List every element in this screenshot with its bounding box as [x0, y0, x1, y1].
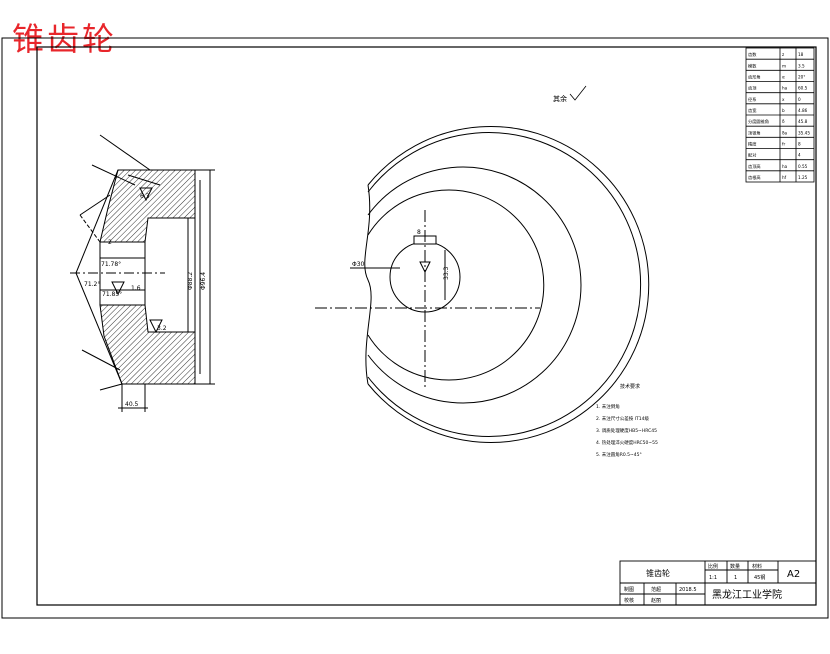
tech-note-5: 5. 未注圆角R0.5~45° — [596, 451, 642, 458]
param-cell: α — [782, 75, 785, 80]
param-cell: m — [782, 63, 786, 68]
dim-angle-3: 71.85° — [102, 291, 122, 298]
param-cell: 模数 — [748, 62, 757, 69]
param-cell: 顶锥角 — [748, 129, 761, 136]
gear-front-view — [315, 126, 650, 443]
param-cell: 45.8 — [798, 119, 808, 124]
param-cell: 精度 — [748, 141, 757, 148]
param-cell: 0.55 — [798, 164, 808, 169]
param-cell: 1.25 — [798, 175, 808, 180]
param-cell: 配对 — [748, 152, 756, 159]
dim-inner-diameter: Φ88.2 — [187, 272, 194, 290]
col-scale-header: 比例 — [708, 563, 718, 570]
watermark-title: 锥齿轮 — [12, 20, 118, 58]
tech-note-2: 2. 未注尺寸公差按 IT14级 — [596, 415, 649, 422]
dim-bore: Φ30 — [352, 261, 365, 268]
param-cell: 分度圆锥角 — [748, 118, 769, 125]
param-cell: 4.86 — [798, 108, 808, 113]
designer-label: 制图 — [624, 586, 634, 593]
dim-chamfer: 2 — [108, 239, 112, 246]
param-cell: 8 — [798, 142, 801, 147]
param-cell: hf — [782, 175, 787, 180]
outer-border — [1, 37, 829, 619]
param-cell: ha — [782, 164, 788, 169]
roughness-3: 3.2 — [157, 325, 167, 332]
title-block — [619, 560, 817, 606]
dim-angle-1: 71.78° — [101, 261, 121, 268]
col-material-header: 材料 — [752, 563, 762, 570]
param-cell: 齿根高 — [748, 174, 761, 181]
param-cell: δa — [782, 130, 788, 135]
col-qty-header: 数量 — [730, 563, 740, 570]
technical-requirements: 技术要求 1. 未注倒角 2. 未注尺寸公差按 IT14级 3. 调质处理硬度H… — [596, 383, 658, 458]
param-cell: z — [782, 52, 785, 57]
dim-key-height: 33.3 — [443, 266, 450, 280]
section-dimension-texts: Φ96.4 Φ88.2 40.5 2 71.78° 71.2° 71.85° 6… — [84, 193, 207, 408]
inner-border — [36, 46, 817, 606]
dim-outer-diameter: Φ96.4 — [200, 272, 207, 290]
qty-value: 1 — [734, 575, 737, 581]
dim-key-width: 8 — [417, 229, 421, 236]
dim-length: 40.5 — [125, 401, 139, 408]
param-cell: 60.5 — [798, 86, 808, 91]
tech-note-4: 4. 热处理淬火硬度HRC50~55 — [596, 439, 658, 446]
param-cell: 3.5 — [798, 63, 805, 68]
param-cell: 4 — [798, 153, 801, 158]
param-cell: 35.45 — [798, 130, 810, 135]
surface-mark-label: 其余 — [553, 94, 567, 103]
param-cell: 18 — [798, 52, 804, 57]
checker-name: 赵丽 — [651, 597, 661, 604]
tech-note-3: 3. 调质处理硬度HB5~HRC45 — [596, 427, 657, 434]
param-cell: b — [782, 108, 785, 113]
gear-parameter-table: 齿数 z 18 模数 m 3.5 齿形角 α 20° 齿顶 ha 60.5 径系 x 0 齿宽 b 4.86 分度圆… — [745, 47, 815, 183]
param-cell: 0 — [798, 97, 801, 102]
param-cell: ha — [782, 86, 788, 91]
param-cell: x — [782, 97, 785, 102]
gear-cross-section — [70, 134, 215, 412]
param-cell: 齿数 — [748, 51, 757, 58]
param-cell: 齿形角 — [748, 74, 761, 81]
param-cell: δ — [782, 119, 785, 124]
part-name: 锥齿轮 — [646, 568, 670, 578]
title-block-texts: 锥齿轮 比例 数量 材料 1:1 1 45钢 A2 制图 范超 2018.5 校… — [624, 563, 800, 604]
param-cell: fr — [782, 142, 785, 147]
dim-angle-2: 71.2° — [84, 281, 100, 288]
param-cell: 齿宽 — [748, 107, 757, 114]
param-cell: 齿顶 — [748, 86, 757, 92]
material-value: 45钢 — [754, 574, 765, 581]
sheet-size: A2 — [787, 569, 800, 580]
roughness-1: 6.3 — [140, 193, 150, 200]
tech-note-1: 1. 未注倒角 — [596, 403, 620, 410]
school-name: 黑龙江工业学院 — [712, 588, 782, 601]
param-cell: 20° — [798, 75, 805, 80]
scale-value: 1:1 — [709, 575, 717, 581]
designer-name: 范超 — [651, 586, 661, 593]
tech-title: 技术要求 — [620, 383, 640, 390]
param-cell: 齿顶高 — [748, 163, 761, 170]
surface-roughness-note: 其余 — [553, 85, 587, 103]
param-cell: 径系 — [748, 96, 756, 102]
date: 2018.5 — [679, 587, 697, 593]
front-view-dimension-texts: Φ30 8 33.3 — [352, 229, 450, 280]
checker-label: 校核 — [624, 597, 634, 604]
roughness-2: 1.6 — [131, 285, 141, 292]
